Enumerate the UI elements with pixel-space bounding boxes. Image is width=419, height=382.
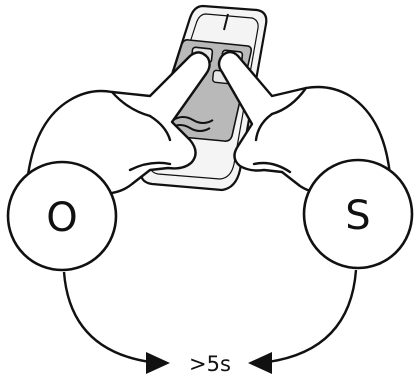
left-circle [6,160,118,272]
arrow-right-head-icon [146,352,170,374]
timing-label: >5s [189,352,231,376]
left-circle-label: O [46,195,77,241]
left-hand-icon [26,51,211,196]
right-hand-icon [217,50,392,196]
left-curved-arrow [62,271,151,364]
arrow-left-head-icon [248,352,272,374]
right-circle-label: S [345,193,370,239]
right-circle [302,158,414,270]
right-curved-arrow [267,269,358,364]
